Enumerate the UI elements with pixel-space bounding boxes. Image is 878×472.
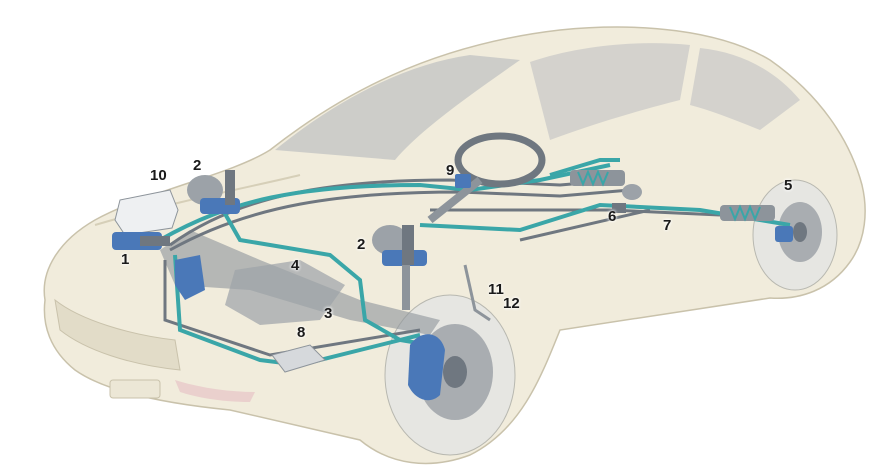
callout-6: 6 <box>608 208 617 225</box>
side-window-front <box>530 43 690 140</box>
callout-8: 8 <box>297 324 306 341</box>
front-brake-caliper-left <box>175 255 205 300</box>
front-suspension-sphere-left <box>187 170 240 214</box>
engine-block <box>225 260 345 325</box>
number-plate <box>109 379 161 399</box>
rear-accumulator-spring <box>570 169 625 187</box>
front-brake-caliper-right <box>408 334 445 401</box>
sensor-rod <box>463 264 491 322</box>
windshield <box>275 55 520 160</box>
callout-2b: 2 <box>357 236 366 253</box>
callout-7: 7 <box>663 217 672 234</box>
callout-5: 5 <box>784 177 793 194</box>
callout-1: 1 <box>121 251 130 268</box>
callout-9: 9 <box>446 162 455 179</box>
hydraulic-reservoir <box>114 189 179 236</box>
rear-suspension-cylinder <box>720 204 775 222</box>
steering-assembly <box>427 132 546 224</box>
callout-3: 3 <box>324 305 333 322</box>
height-corrector <box>612 184 642 213</box>
headlight <box>175 380 255 402</box>
front-grille <box>54 298 181 371</box>
callout-4: 4 <box>291 257 300 274</box>
side-window-rear <box>690 48 800 130</box>
rear-right-wheel <box>752 179 838 291</box>
callout-11: 11 <box>488 281 504 298</box>
callout-12: 12 <box>503 295 520 312</box>
hydraulic-pump <box>112 232 170 250</box>
front-suspension-sphere-right <box>372 225 427 310</box>
control-unit <box>271 344 326 373</box>
callout-10: 10 <box>150 167 167 184</box>
callout-2a: 2 <box>193 157 202 174</box>
rear-brake-caliper <box>775 226 793 242</box>
